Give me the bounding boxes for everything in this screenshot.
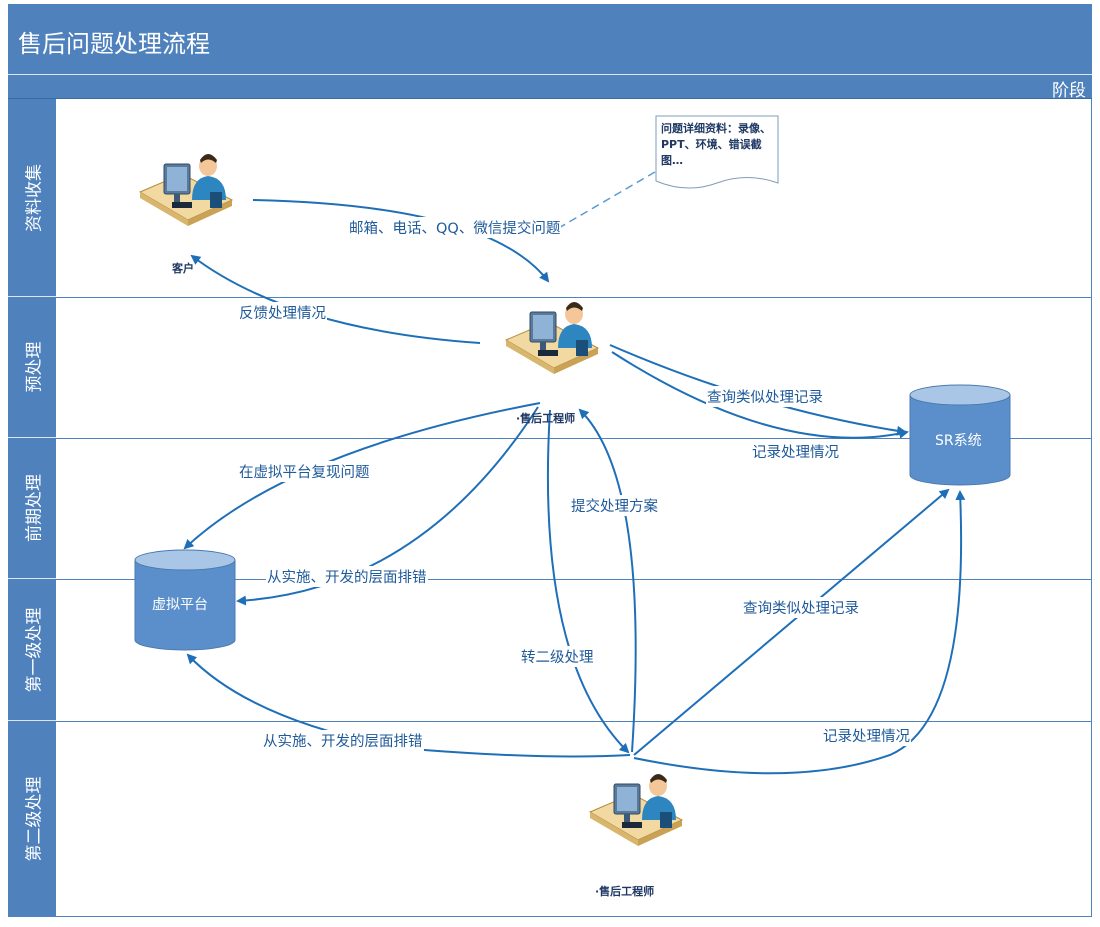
engineer-top-label: ·售后工程师	[516, 412, 576, 425]
virtual-platform-icon	[134, 549, 236, 651]
arrow-troubleshoot-1	[236, 406, 539, 606]
note-text: 问题详细资料：录像、PPT、环境、错误截图…	[661, 122, 771, 167]
flow-label-query-similar-2: 查询类似处理记录	[742, 597, 860, 618]
arrow-query-similar-2	[633, 488, 950, 756]
engineer-bottom-label: ·售后工程师	[595, 885, 655, 898]
flow-label-query-similar-1: 查询类似处理记录	[706, 386, 824, 407]
page-title: 售后问题处理流程	[18, 30, 210, 58]
flow-label-record-2: 记录处理情况	[822, 725, 911, 746]
lane-header-level2: 第二级处理	[8, 721, 56, 917]
lane-header-collect: 资料收集	[8, 99, 56, 297]
customer-label: 客户	[172, 262, 194, 275]
flow-label-feedback: 反馈处理情况	[238, 302, 327, 323]
virtual-platform-label: 虚拟平台	[152, 597, 208, 613]
flow-label-submit-plan: 提交处理方案	[570, 495, 659, 516]
lane-divider	[56, 438, 1092, 439]
flow-label-record-1: 记录处理情况	[751, 441, 840, 462]
arrow-record-1	[611, 351, 909, 439]
flow-label-to-level2: 转二级处理	[520, 646, 595, 667]
flow-label-submit: 邮箱、电话、QQ、微信提交问题	[348, 217, 562, 238]
lane-header-level1: 第一级处理	[8, 579, 56, 721]
customer-icon	[139, 153, 233, 227]
stage-label: 阶段	[1052, 81, 1086, 101]
arrow-submit-plan	[578, 408, 637, 753]
stage-header: 阶段	[8, 75, 1092, 101]
note-shape	[655, 115, 779, 189]
lane-header-early: 前期处理	[8, 438, 56, 579]
flow-label-troubleshoot-2: 从实施、开发的层面排错	[262, 730, 424, 751]
arrow-to-level2	[546, 409, 630, 754]
engineer-bottom-icon	[589, 773, 683, 847]
lane-divider	[56, 721, 1092, 722]
arrow-record-2	[633, 490, 966, 775]
flow-label-reproduce: 在虚拟平台复现问题	[238, 461, 371, 482]
flow-label-troubleshoot-1: 从实施、开发的层面排错	[266, 566, 428, 587]
arrow-feedback	[190, 254, 481, 344]
lane-divider	[56, 297, 1092, 298]
sr-database-icon	[909, 384, 1011, 486]
lane-divider	[56, 579, 1092, 580]
arrow-submit	[252, 199, 550, 283]
note-connector	[544, 171, 656, 237]
lane-header-preprocess: 预处理	[8, 297, 56, 438]
sr-database-label: SR系统	[935, 433, 982, 449]
engineer-top-icon	[505, 301, 599, 375]
title-bar: 售后问题处理流程	[8, 4, 1092, 75]
